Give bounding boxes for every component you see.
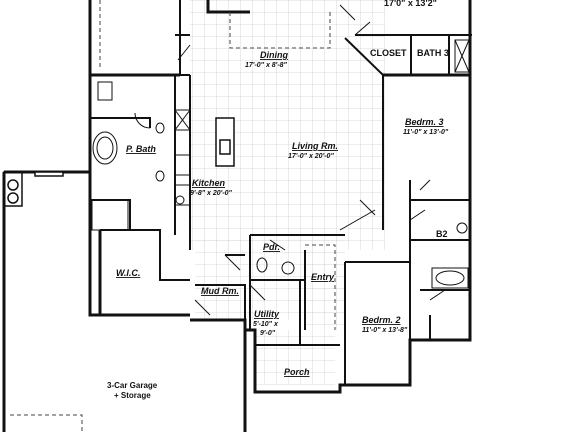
tile-floor [190,0,385,385]
entry-label: Entry [311,272,335,282]
living-label: Living Rm. [292,141,338,151]
garage-corner-detail [3,171,64,207]
bedrm2-label: Bedrm. 2 [362,315,401,325]
closet-label: CLOSET [370,48,407,58]
garage-label-line2: + Storage [114,391,151,400]
exterior-walls [2,0,472,432]
utility-dimension-1: 5'-10" x [253,321,279,328]
dining-dimension: 17'-0" x 8'-8" [245,62,288,69]
bath-fixtures [175,39,470,289]
interior-walls [90,0,472,385]
bedrm3-dimension: 11'-0" x 13'-0" [403,129,449,136]
kitchen-label: Kitchen [192,178,226,188]
pbath-fixtures [91,81,165,231]
room-labels: 17'0" x 13'2" CLOSET BATH 3 Dining 17'-0… [107,0,449,400]
bedrm2-dimension: 11'-0" x 13'-8" [362,327,408,334]
living-dimension: 17'-0" x 20'-0" [288,153,334,160]
pbath-label: P. Bath [126,144,156,154]
mudrm-label: Mud Rm. [201,286,239,296]
door-swings [134,4,446,316]
garage-label-line1: 3-Car Garage [107,381,158,390]
top-room-dimension: 17'0" x 13'2" [384,0,437,8]
pdr-label: Pdr. [263,242,280,252]
utility-label: Utility [254,309,280,319]
porch-label: Porch [284,367,310,377]
bath3-label: BATH 3 [417,48,449,58]
kitchen-dimension: 9'-8" x 20'-0" [190,190,233,197]
dining-label: Dining [260,50,288,60]
dashed-lines [10,0,336,432]
kitchen-island [215,117,235,167]
bedrm3-label: Bedrm. 3 [405,117,444,127]
b2-label: B2 [436,229,448,239]
utility-dimension-2: 9'-0" [260,330,276,337]
wic-label: W.I.C. [116,268,140,278]
kitchen-counters [174,109,191,206]
